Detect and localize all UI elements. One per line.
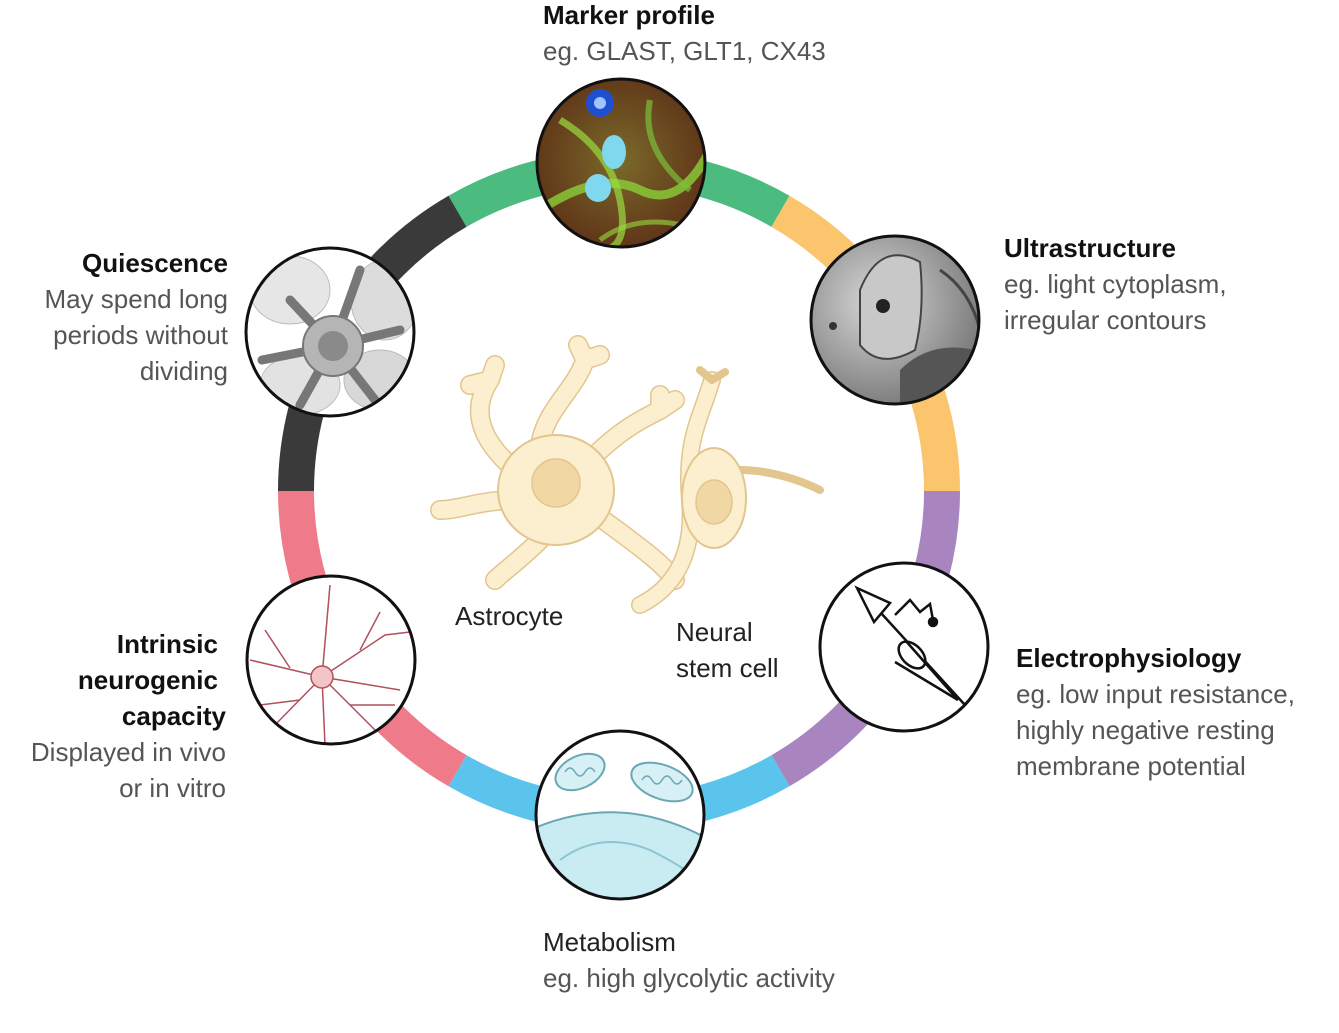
electrophysiology-label: Electrophysiology eg. low input resistan… (1016, 640, 1295, 784)
electrophysiology-title: Electrophysiology (1016, 643, 1242, 673)
neurogenic-title-2: neurogenic (77, 665, 218, 695)
neurogenic-capacity-label: Intrinsic neurogenic capacity Displayed … (31, 626, 226, 806)
electrophysiology-desc-1: eg. low input resistance, (1016, 679, 1295, 709)
metabolism-desc: eg. high glycolytic activity (543, 963, 835, 993)
quiescence-title: Quiescence (82, 248, 228, 278)
astrocyte-drawing (430, 335, 685, 590)
metabolism-image (534, 729, 706, 901)
neurogenic-desc-2: or in vitro (119, 773, 226, 803)
metabolism-title: Metabolism (543, 927, 676, 957)
marker-profile-desc: eg. GLAST, GLT1, CX43 (543, 36, 826, 66)
electrophysiology-image (818, 561, 990, 733)
neural-stem-cell-label-2: stem cell (676, 653, 779, 683)
metabolism-label: Metabolism eg. high glycolytic activity (543, 924, 835, 996)
astrocyte-label: Astrocyte (455, 601, 564, 631)
neurogenic-title-1: Intrinsic (116, 629, 218, 659)
neural-stem-cell-label-1: Neural (676, 617, 753, 647)
marker-profile-title: Marker profile (543, 0, 715, 30)
electrophysiology-desc-3: membrane potential (1016, 751, 1246, 781)
ultrastructure-title: Ultrastructure (1004, 233, 1176, 263)
marker-profile-image (535, 77, 707, 249)
quiescence-desc-3: dividing (139, 356, 228, 386)
ultrastructure-image (809, 234, 981, 406)
marker-profile-label: Marker profile eg. GLAST, GLT1, CX43 (543, 0, 826, 69)
neural-stem-cell-drawing (631, 366, 824, 614)
quiescence-desc-2: periods without (53, 320, 228, 350)
ultrastructure-desc-1: eg. light cytoplasm, (1004, 269, 1227, 299)
neurogenic-capacity-image (245, 574, 417, 746)
ultrastructure-desc-2: irregular contours (1004, 305, 1207, 335)
neurogenic-desc-1: Displayed in vivo (30, 737, 226, 767)
neurogenic-title-3: capacity (121, 701, 226, 731)
ultrastructure-label: Ultrastructure eg. light cytoplasm, irre… (1004, 230, 1227, 338)
quiescence-label: Quiescence May spend long periods withou… (44, 245, 228, 389)
electrophysiology-desc-2: highly negative resting (1016, 715, 1275, 745)
quiescence-desc-1: May spend long (44, 284, 228, 314)
